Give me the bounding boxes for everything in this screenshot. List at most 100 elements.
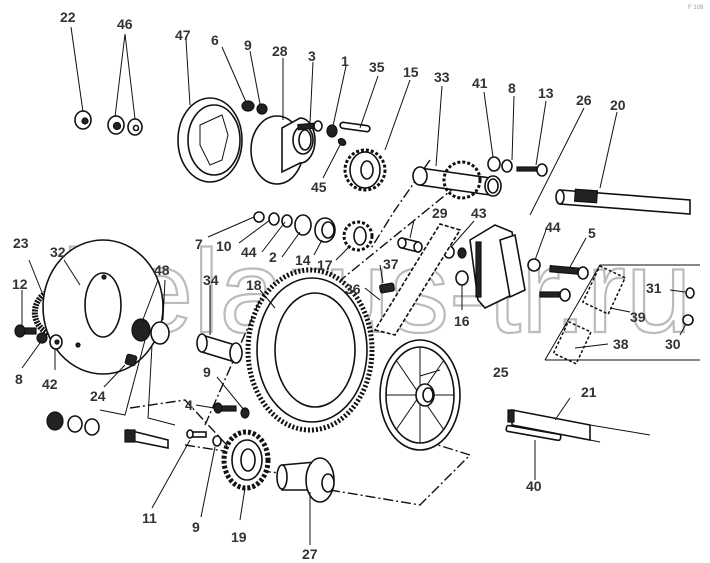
- callout-44-left: 44: [241, 244, 257, 260]
- callout-30: 30: [665, 336, 681, 352]
- part-bolt-13: [516, 163, 548, 177]
- callout-44-right: 44: [545, 219, 561, 235]
- callout-37: 37: [383, 256, 399, 272]
- part-sprocket-17: [342, 220, 374, 252]
- callout-22: 22: [60, 9, 76, 25]
- callout-39: 39: [630, 309, 646, 325]
- corner-mark: F 109: [688, 5, 704, 11]
- callout-8-left: 8: [15, 371, 23, 387]
- part-bushing-29: [397, 236, 423, 254]
- callout-32: 32: [50, 244, 66, 260]
- part-chain-segment-38: [552, 320, 592, 365]
- callout-43: 43: [471, 205, 487, 221]
- part-ring-gear-18: [245, 267, 375, 433]
- part-nut-washer-46: [107, 115, 143, 136]
- callout-19: 19: [231, 529, 247, 545]
- part-bolt-5: [549, 265, 589, 280]
- callout-11: 11: [142, 510, 157, 526]
- callout-1: 1: [341, 53, 349, 69]
- part-flange-47: [177, 97, 243, 183]
- part-cover-32: [42, 239, 164, 375]
- callout-18: 18: [246, 277, 262, 293]
- part-washer-10: [268, 212, 280, 226]
- callout-21: 21: [581, 384, 597, 400]
- callout-9-mid: 9: [203, 364, 211, 380]
- callout-labels: 22 46 47 6 9 28 3 1 35 15 33 41 8 13 26 …: [12, 9, 681, 562]
- part-bolt-lower: [539, 288, 571, 302]
- part-chain-36: [373, 223, 462, 336]
- part-hub-28: [250, 115, 316, 185]
- callout-47: 47: [175, 27, 191, 43]
- part-shaft-bottom-left: [124, 428, 169, 449]
- axis-line-bottom-left: [129, 399, 301, 476]
- callout-6: 6: [211, 32, 219, 48]
- part-nut-22: [74, 110, 92, 130]
- callout-29: 29: [432, 205, 448, 221]
- part-key-40: [505, 424, 562, 442]
- callout-20: 20: [610, 97, 626, 113]
- callout-36: 36: [345, 281, 361, 297]
- part-nut-6: [241, 100, 255, 112]
- part-sprocket-19: [221, 429, 271, 491]
- part-washer-8-left: [36, 332, 48, 344]
- part-nut-set-bottom: [46, 411, 100, 436]
- callout-2: 2: [269, 249, 277, 265]
- part-washer-9-mid: [240, 407, 250, 419]
- part-pin-45: [337, 138, 347, 146]
- callout-9-top: 9: [244, 37, 252, 53]
- callout-13: 13: [538, 85, 554, 101]
- leader-lines: [21, 26, 687, 545]
- part-link-37: [379, 282, 395, 294]
- callout-10: 10: [216, 238, 232, 254]
- callout-34: 34: [203, 272, 219, 288]
- axis-line-upper: [309, 174, 471, 306]
- callout-27: 27: [302, 546, 318, 562]
- callout-25: 25: [493, 364, 509, 380]
- callout-38: 38: [613, 336, 629, 352]
- callout-46: 46: [117, 16, 133, 32]
- part-bushing-14: [314, 217, 336, 243]
- callout-35: 35: [369, 59, 385, 75]
- part-shaft-21: [507, 409, 651, 443]
- callout-40: 40: [526, 478, 542, 494]
- callout-28: 28: [272, 43, 288, 59]
- callout-8-top: 8: [508, 80, 516, 96]
- callout-41: 41: [472, 75, 488, 91]
- callout-31: 31: [646, 280, 662, 296]
- part-bolt-3: [297, 120, 323, 132]
- part-washer-41: [487, 156, 501, 172]
- part-wheel-25: [379, 339, 461, 451]
- part-bolt-11: [186, 429, 207, 439]
- callout-3: 3: [308, 48, 316, 64]
- part-tensioner-26: [469, 224, 526, 309]
- part-washer-1: [326, 124, 338, 138]
- part-washer-8-top: [501, 159, 513, 173]
- callout-16: 16: [454, 313, 470, 329]
- part-bearing-48: [131, 318, 170, 345]
- part-washer-44-left: [281, 214, 293, 228]
- callout-33: 33: [434, 69, 450, 85]
- part-sprocket-15: [343, 148, 387, 192]
- part-clip-30: [682, 314, 694, 326]
- part-ring-2: [294, 214, 312, 236]
- callout-5: 5: [588, 225, 596, 241]
- callout-24: 24: [90, 388, 106, 404]
- part-washer-44-right: [527, 258, 541, 272]
- part-shaft-33: [412, 160, 502, 200]
- part-hub-27: [276, 457, 335, 503]
- part-bolt-12: [14, 324, 37, 338]
- part-nut-7: [253, 211, 265, 223]
- callout-48: 48: [154, 262, 170, 278]
- callout-7: 7: [195, 236, 203, 252]
- part-clip-31: [685, 287, 695, 299]
- part-washer-9: [256, 103, 268, 115]
- callout-9-low: 9: [192, 519, 200, 535]
- part-washer-42: [49, 334, 63, 350]
- callout-15: 15: [403, 64, 419, 80]
- part-nut-16: [455, 270, 469, 286]
- part-shaft-20: [555, 188, 691, 215]
- callout-4: 4: [185, 397, 193, 413]
- part-plug-24: [124, 353, 138, 367]
